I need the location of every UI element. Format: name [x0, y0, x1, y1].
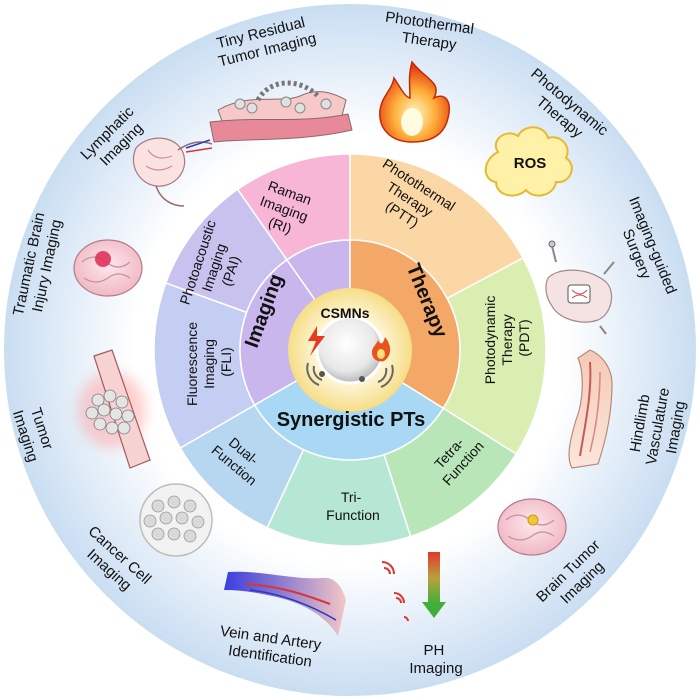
middle-label-pdt: Photodynamic Therapy (PDT): [482, 292, 532, 385]
ros-label: ROS: [514, 155, 547, 172]
mouse-surgery-icon: [545, 240, 615, 335]
photoacoustic-wave-icon: [381, 561, 409, 622]
lymph-node-icon: [132, 137, 213, 207]
injured-brain-icon: [73, 239, 143, 297]
residual-tumor-tissue-icon: [209, 80, 353, 143]
sound-wave-icon: [306, 362, 394, 388]
tumor-vessel-icon: [78, 349, 151, 469]
emitter-dot: [319, 371, 325, 377]
brain-tumor-icon: [497, 498, 567, 556]
outer-label-ph: PH Imaging: [409, 642, 462, 677]
core-label: CSMNs: [320, 305, 369, 321]
category-synergistic-pts: Synergistic PTs: [277, 409, 426, 431]
hindlimb-icon: [568, 349, 613, 469]
vein-artery-icon: [224, 571, 346, 636]
middle-label-tri: Tri- Function: [326, 489, 380, 523]
lightning-icon: [308, 326, 325, 356]
middle-label-fli: Fluorescence Imaging (FLI): [184, 318, 234, 406]
fire-icon: [379, 60, 450, 143]
flame-icon: [371, 337, 391, 362]
ph-gradient-arrow-icon: [422, 552, 446, 618]
emitter-dot: [359, 376, 365, 382]
cancer-cell-cluster-icon: [139, 483, 213, 557]
ros-cloud-icon: ROS: [484, 126, 573, 197]
